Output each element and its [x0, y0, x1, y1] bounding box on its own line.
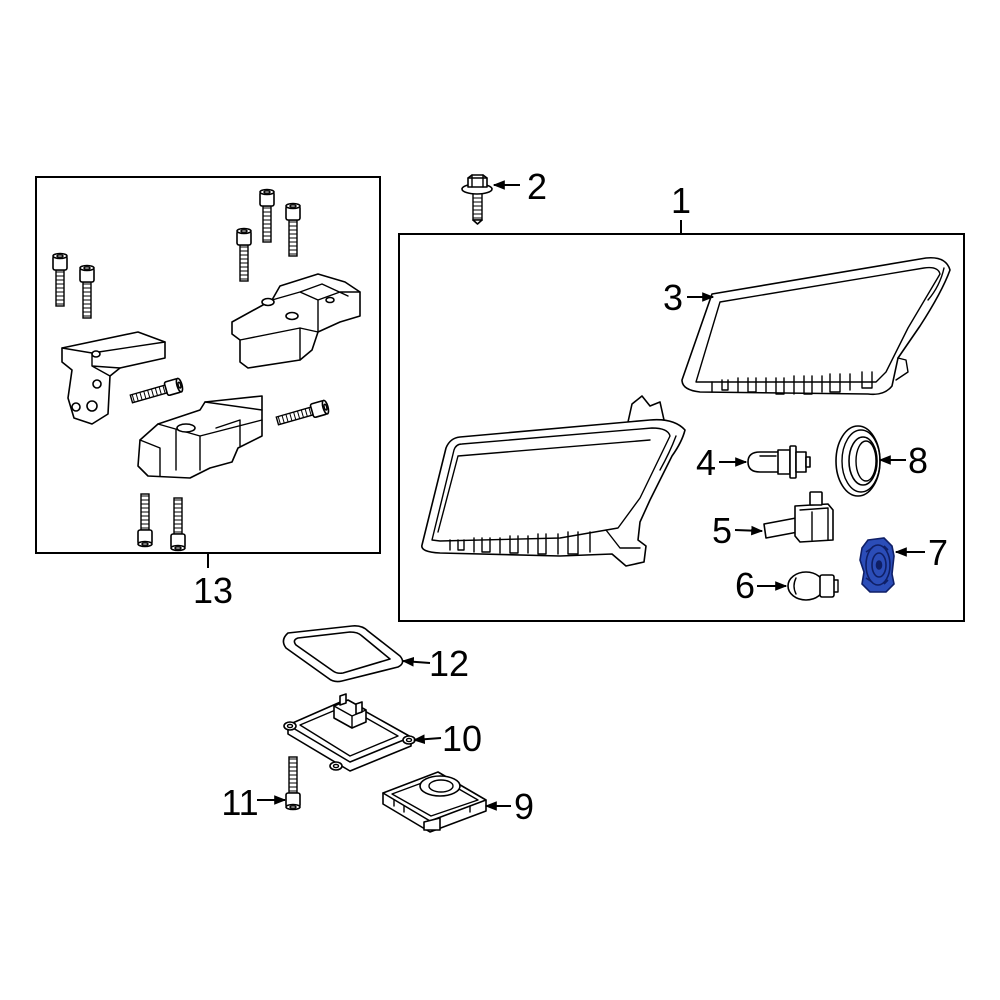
headlamp-housing	[421, 395, 686, 567]
part-9-ballast-module	[382, 771, 487, 833]
part-10-arrow	[412, 734, 442, 744]
part-6-bulb	[787, 571, 839, 601]
group-13-lower-bracket	[137, 395, 263, 479]
callout-label-6: 6	[735, 565, 755, 606]
callout-label-4: 4	[696, 442, 716, 483]
part-12-gasket	[282, 625, 404, 683]
callout-label-12: 12	[429, 643, 469, 684]
part-10-control-unit	[283, 693, 416, 772]
callout-label-5: 5	[712, 510, 732, 551]
callout-label-10: 10	[442, 718, 482, 759]
part-12-arrow	[401, 657, 431, 667]
part-7-cap-highlighted	[859, 537, 895, 593]
callout-label-11: 11	[221, 782, 258, 823]
part-3-headlamp-lens	[681, 256, 951, 396]
group-13-left-bracket	[61, 331, 166, 425]
callout-label-8: 8	[908, 440, 928, 481]
callout-label-9: 9	[514, 786, 534, 827]
group-13-upper-bracket	[231, 273, 361, 369]
callout-label-3: 3	[663, 277, 683, 318]
callout-label-1: 1	[671, 180, 691, 221]
part-4-bulb	[747, 445, 811, 479]
part-5-arrow	[734, 525, 764, 536]
group-1-headlamp-assembly: 1 3 4	[398, 180, 965, 622]
part-2-screw	[461, 174, 493, 225]
callout-label-13: 13	[193, 570, 233, 611]
group-13-mounting-kit: 13	[35, 176, 381, 611]
callout-label-7: 7	[928, 532, 948, 573]
part-8-seal-ring	[835, 425, 881, 497]
callout-label-2: 2	[527, 166, 547, 207]
part-5-bulb-socket	[763, 491, 834, 543]
